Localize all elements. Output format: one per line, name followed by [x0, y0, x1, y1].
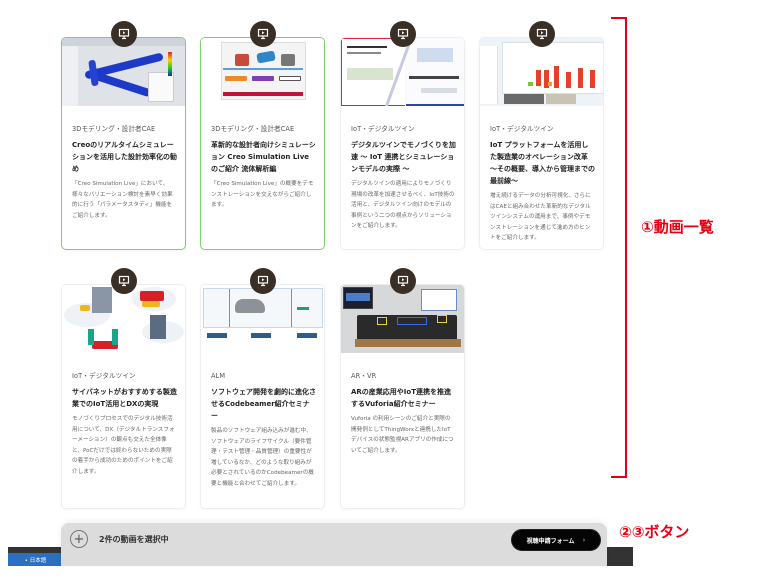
video-card[interactable]: IoT・デジタルツイン サイバネットがおすすめする製造業でのIoT活用とDXの実…: [61, 268, 186, 509]
video-description: 「Creo Simulation Live」において、様々なバリエーション検討を…: [72, 181, 173, 219]
video-category: IoT・デジタルツイン: [72, 372, 136, 380]
video-thumbnail[interactable]: [201, 38, 324, 106]
video-category: 3Dモデリング・設計者CAE: [72, 125, 156, 133]
video-category: ALM: [211, 372, 226, 380]
video-title[interactable]: サイバネットがおすすめする製造業でのIoT活用とDXの実現: [72, 388, 177, 408]
video-list-annotation: ①動画一覧: [641, 218, 714, 236]
video-thumbnail[interactable]: [341, 38, 464, 106]
video-category: IoT・デジタルツイン: [351, 125, 415, 133]
video-card[interactable]: ALM ソフトウェア開発を劇的に進化させるCodebeamer紹介セミナー 製品…: [200, 268, 325, 509]
video-description: デジタルツインの適用によりモノづくり現場の改革を加速させるべく、IoT技術の活用…: [351, 181, 455, 229]
video-category: 3Dモデリング・設計者CAE: [211, 125, 295, 133]
video-presentation-icon[interactable]: [249, 268, 276, 294]
video-thumbnail[interactable]: [201, 285, 324, 353]
video-description: Vuforia の利用シーンのご紹介と実際の開発例としてThingWorxと連携…: [351, 416, 454, 454]
selection-count: 2件の動画を選択中: [99, 535, 169, 544]
video-description: 製品のソフトウェア組み込みが進む中、ソフトウェアのライフサイクル（要件管理・テス…: [211, 428, 314, 487]
video-thumbnail[interactable]: [480, 38, 603, 106]
video-description: 増え続けるデータの分析可視化、さらにはCAEと組み合わせた革新的なデジタルツイン…: [490, 193, 591, 241]
chevron-right-icon: ›: [582, 536, 586, 544]
video-category: IoT・デジタルツイン: [490, 125, 554, 133]
video-title[interactable]: Creoのリアルタイムシミュレーションを活用した設計効率化の勧め: [72, 141, 177, 173]
language-button[interactable]: • 日本語: [8, 553, 63, 566]
video-card[interactable]: IoT・デジタルツイン IoT プラットフォームを活用した製造業のオペレーション…: [479, 21, 604, 250]
video-description: モノづくりプロセスでのデジタル技術活用について、DX（デジタルトランスフォーメー…: [72, 416, 175, 475]
video-title[interactable]: IoT プラットフォームを活用した製造業のオペレーション改革 〜その概要、導入か…: [490, 141, 595, 185]
video-card[interactable]: AR・VR ARの産業応用やIoT連携を推進するVuforia紹介セミナー Vu…: [340, 268, 465, 509]
video-title[interactable]: 革新的な設計者向けシミュレーション Creo Simulation Live の…: [211, 141, 316, 173]
video-list-bracket: [611, 17, 627, 478]
video-presentation-icon[interactable]: [528, 21, 555, 47]
video-presentation-icon[interactable]: [110, 268, 137, 294]
video-card[interactable]: 3Dモデリング・設計者CAE 革新的な設計者向けシミュレーション Creo Si…: [200, 21, 325, 250]
video-presentation-icon[interactable]: [110, 21, 137, 47]
video-title[interactable]: ソフトウェア開発を劇的に進化させるCodebeamer紹介セミナー: [211, 388, 316, 420]
video-card[interactable]: 3Dモデリング・設計者CAE Creoのリアルタイムシミュレーションを活用した設…: [61, 21, 186, 250]
video-thumbnail[interactable]: [341, 285, 464, 353]
video-thumbnail[interactable]: [62, 285, 185, 353]
plus-circle-icon[interactable]: +: [70, 530, 88, 548]
video-presentation-icon[interactable]: [389, 21, 416, 47]
application-form-button[interactable]: 視聴申請フォーム ›: [511, 529, 601, 551]
video-category: AR・VR: [351, 372, 377, 380]
video-thumbnail[interactable]: [62, 38, 185, 106]
form-button-label: 視聴申請フォーム: [526, 537, 575, 545]
video-presentation-icon[interactable]: [389, 268, 416, 294]
buttons-annotation: ②③ボタン: [619, 523, 690, 541]
video-title[interactable]: ARの産業応用やIoT連携を推進するVuforia紹介セミナー: [351, 388, 451, 408]
video-card[interactable]: IoT・デジタルツイン デジタルツインでモノづくりを加速 〜 IoT 連携とシミ…: [340, 21, 465, 250]
selection-bar: + 2件の動画を選択中 視聴申請フォーム ›: [61, 523, 607, 566]
video-title[interactable]: デジタルツインでモノづくりを加速 〜 IoT 連携とシミュレーションモデルの実際…: [351, 141, 456, 173]
video-presentation-icon[interactable]: [249, 21, 276, 47]
video-description: 「Creo Simulation Live」の概要をデモンストレーションを交えな…: [211, 181, 314, 208]
